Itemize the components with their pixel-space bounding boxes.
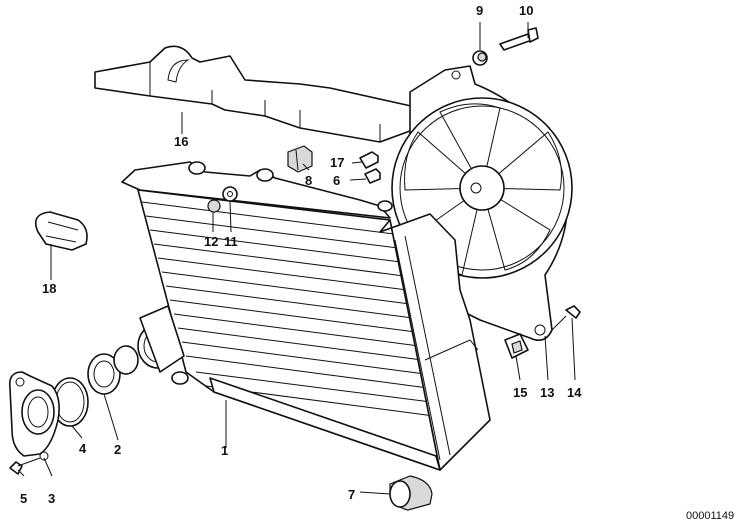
nut-part-9 — [472, 50, 488, 66]
callout-6: 6 — [333, 173, 340, 188]
thermostat-cover-part-3 — [8, 371, 60, 461]
callout-8: 8 — [305, 173, 312, 188]
callout-2: 2 — [114, 442, 121, 457]
screw-part-6 — [349, 168, 381, 184]
clip-nut-part-15 — [504, 333, 529, 359]
callout-18: 18 — [42, 281, 56, 296]
callout-9: 9 — [476, 3, 483, 18]
callout-17: 17 — [330, 155, 344, 170]
callout-7: 7 — [348, 487, 355, 502]
callout-4: 4 — [79, 441, 87, 456]
callout-12: 12 — [204, 234, 218, 249]
callout-labels: 1 2 3 4 5 6 7 8 9 10 11 12 13 14 15 16 1… — [20, 3, 734, 522]
callout-10: 10 — [519, 3, 533, 18]
callout-15: 15 — [513, 385, 527, 400]
bolt-part-10 — [499, 27, 539, 51]
screw-part-17 — [351, 151, 379, 169]
nut-part-12 — [207, 199, 221, 213]
screw-part-14 — [551, 305, 581, 331]
rubber-mount-part-8 — [287, 145, 313, 173]
hose-clamp-part-18 — [34, 211, 88, 251]
callout-1: 1 — [221, 443, 228, 458]
callout-13: 13 — [540, 385, 554, 400]
washer-part-11 — [222, 186, 238, 202]
rubber-bushing-part-7 — [389, 475, 433, 511]
air-duct-cover-part — [94, 45, 421, 143]
bolt-part-5 — [9, 457, 41, 475]
thermostat-part-2 — [87, 305, 185, 395]
radiator-part — [121, 161, 491, 471]
callout-3: 3 — [48, 491, 55, 506]
leader-lines — [17, 22, 576, 495]
callout-16: 16 — [174, 134, 188, 149]
drawing-number: 00001149 — [686, 510, 734, 522]
callout-14: 14 — [567, 385, 582, 400]
callout-5: 5 — [20, 491, 27, 506]
callout-11: 11 — [224, 234, 238, 249]
